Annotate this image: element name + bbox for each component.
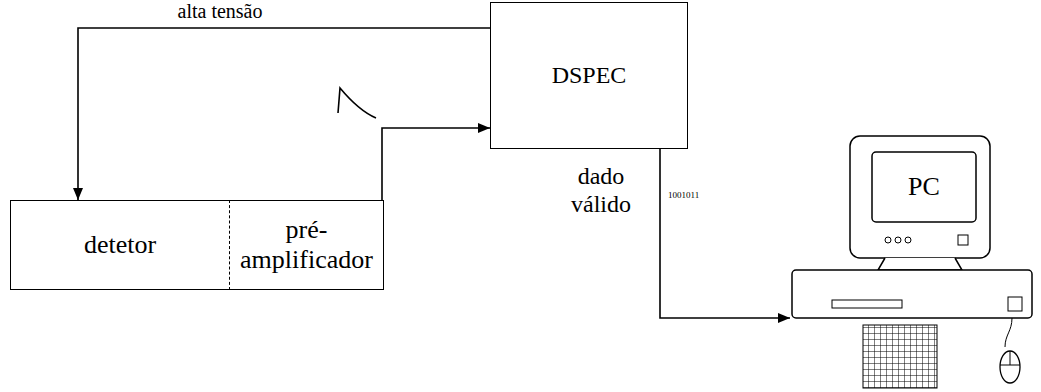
connector	[382, 123, 490, 200]
node-text: pré- amplificador	[237, 215, 377, 275]
preamp-box: pré- amplificador	[229, 200, 384, 290]
process-box: DSPEC	[490, 2, 688, 149]
edge-label: dado válido	[548, 163, 654, 218]
computer-node: PC	[790, 135, 1035, 390]
detector-box: detetor	[10, 200, 229, 290]
bit-pattern: 1001011	[668, 190, 699, 200]
edge-label: alta tensão	[150, 0, 290, 23]
pulse-symbol	[338, 88, 376, 118]
node-text: DSPEC	[552, 62, 627, 90]
connector	[660, 149, 790, 323]
connector	[73, 28, 490, 200]
node-text: PC	[872, 152, 976, 222]
node-text: detetor	[84, 230, 156, 260]
